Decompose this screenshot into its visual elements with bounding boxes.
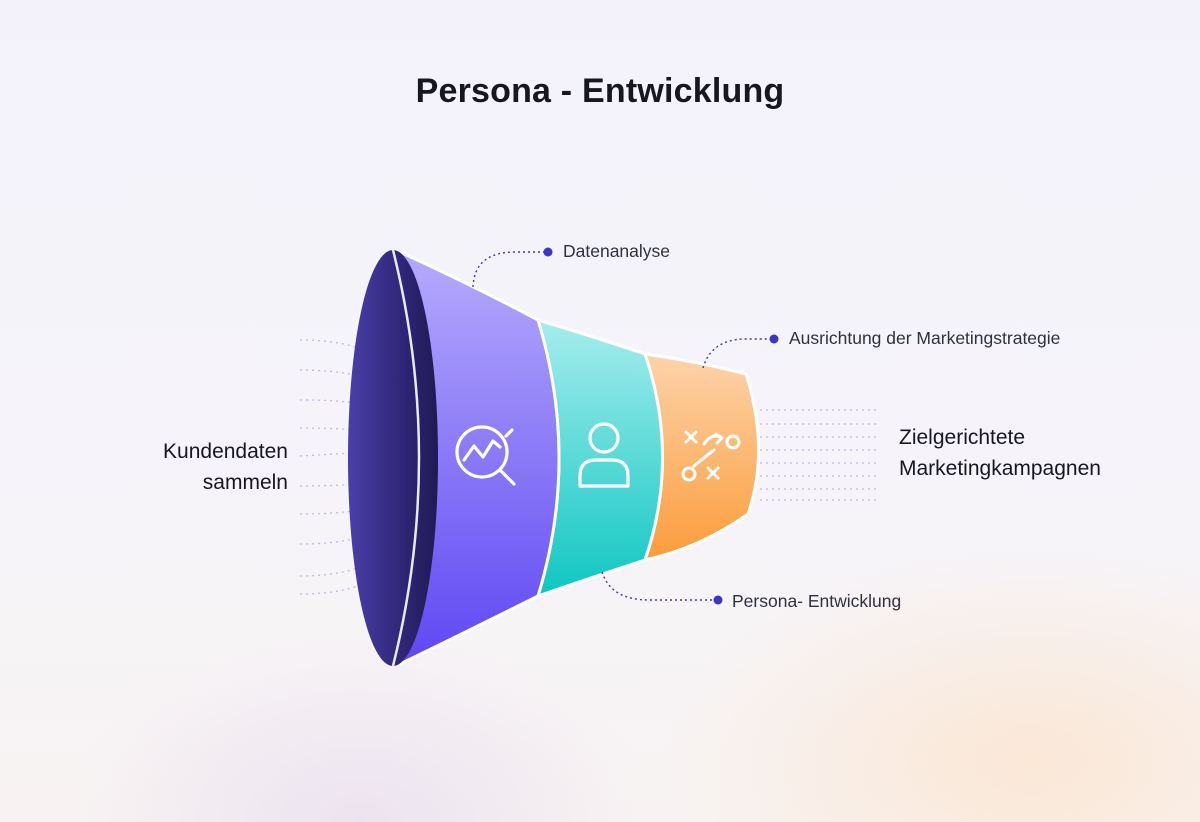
callout-analysis: Datenanalyse	[563, 241, 671, 261]
output-label: Zielgerichtete Marketingkampagnen	[899, 422, 1101, 484]
callout-connector-persona	[601, 571, 723, 605]
output-label-line1: Zielgerichtete	[899, 426, 1026, 449]
strategy-play-icon	[681, 430, 741, 482]
callout-persona: Persona- Entwicklung	[732, 591, 902, 611]
output-label-line2: Marketingkampagnen	[899, 457, 1101, 480]
outgoing-data-lines	[760, 409, 880, 501]
callout-connector-analysis	[472, 247, 553, 288]
callout-connector-strategy	[702, 334, 779, 369]
callout-strategy: Ausrichtung der Marketingstrategie	[789, 328, 1061, 348]
input-label-line1: Kundendaten	[163, 440, 288, 463]
page-title: Persona - Entwicklung	[415, 72, 785, 110]
input-label: Kundendaten sammeln	[163, 436, 288, 498]
funnel-mouth	[348, 250, 438, 666]
chart-magnifier-icon	[455, 425, 516, 486]
input-label-line2: sammeln	[202, 471, 288, 494]
person-icon	[578, 422, 630, 488]
